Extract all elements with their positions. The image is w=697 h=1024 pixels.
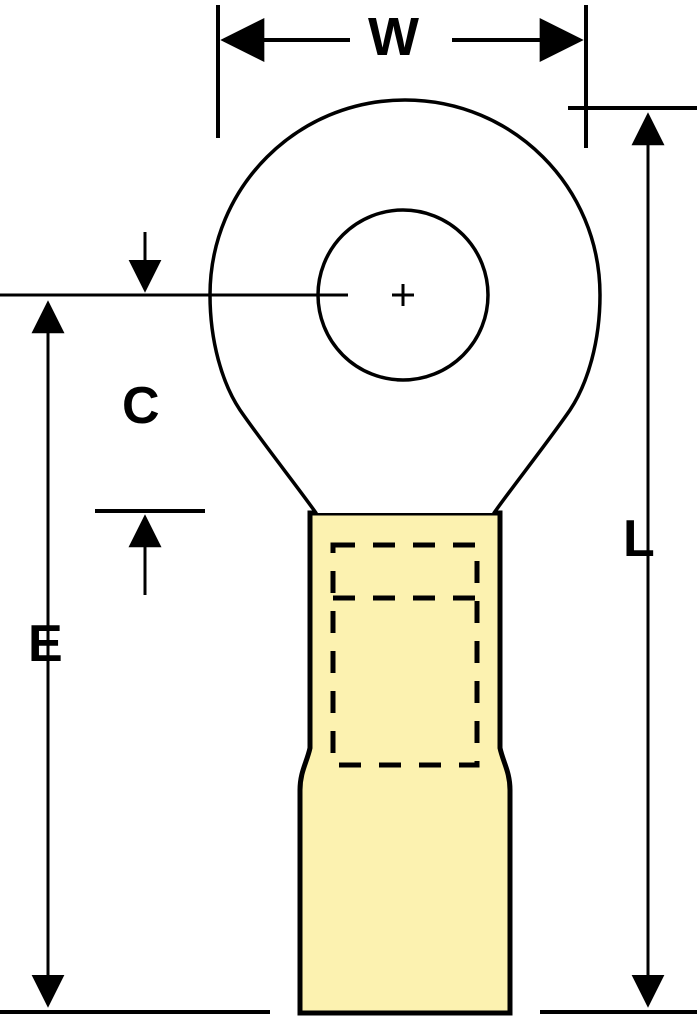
dimension-label-L: L [623,510,655,568]
dimension-label-E: E [28,615,63,673]
hidden-barrel-rect [330,542,480,768]
hidden-crimp-outline [330,542,480,768]
center-mark-icon [392,284,414,306]
dimension-label-W: W [368,7,419,67]
dimension-L [568,106,697,1008]
dimension-label-C: C [122,377,160,435]
dimension-W [216,5,588,148]
dimension-C [95,232,205,595]
insulation-barrel [297,510,513,1016]
barrel-outline [297,510,513,1016]
